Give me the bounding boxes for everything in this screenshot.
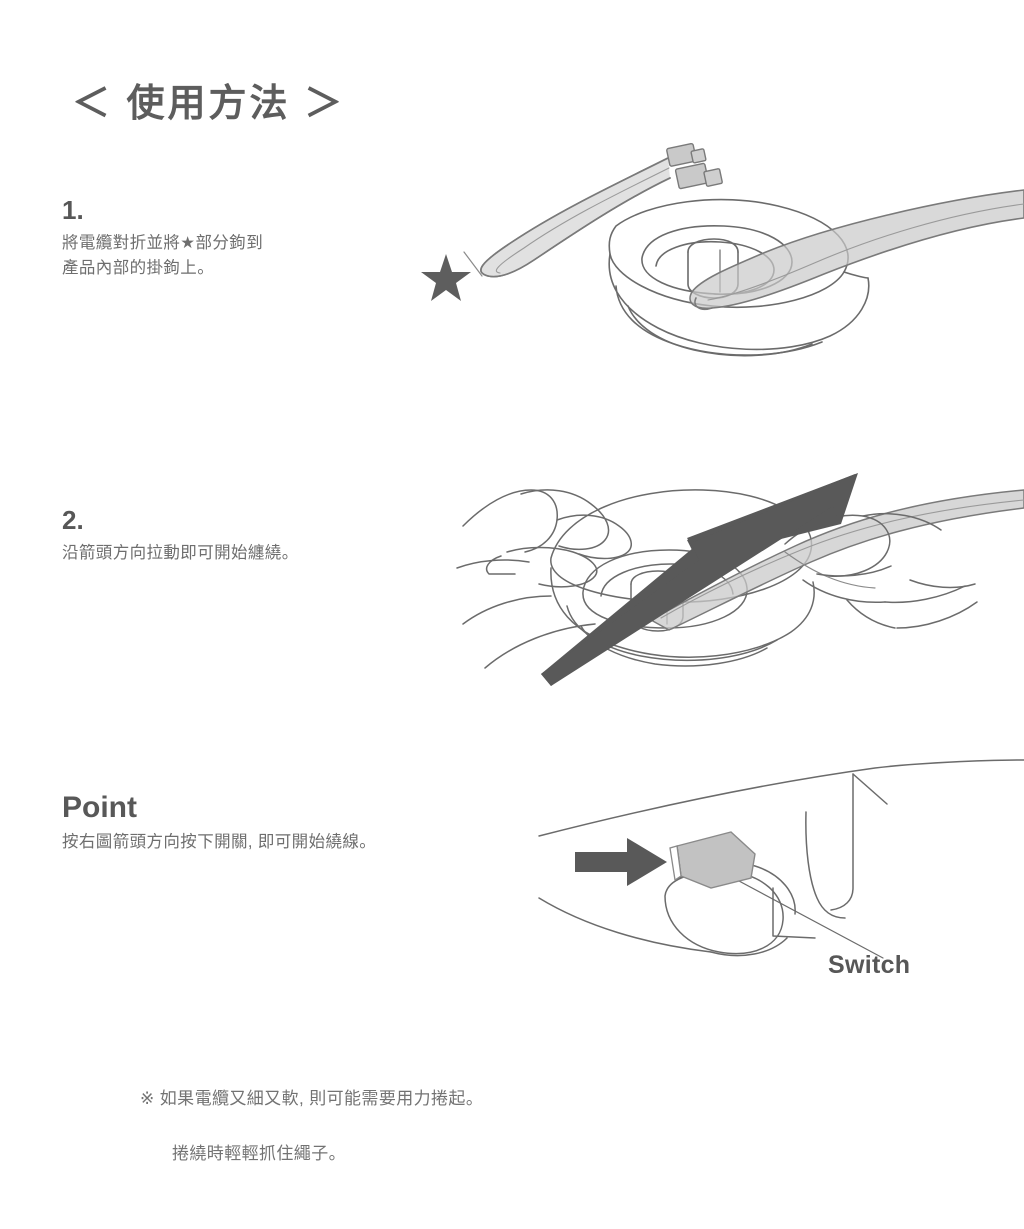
- step-2-number: 2.: [62, 505, 84, 535]
- step-2-text: 沿箭頭方向拉動即可開始纏繞。: [62, 543, 299, 562]
- footnote-line-2: 捲繞時輕輕抓住繩子。: [172, 1144, 346, 1163]
- switch-label: Switch: [828, 951, 911, 979]
- step-1-number: 1.: [62, 195, 84, 225]
- footnote-line-1: ※ 如果電纜又細又軟, 則可能需要用力捲起。: [140, 1084, 780, 1109]
- illustration-step-1: [420, 130, 1024, 398]
- illustration-step-2: [455, 428, 1024, 693]
- point-text: 按右圖箭頭方向按下開關, 即可開始繞線。: [62, 832, 377, 851]
- hands-pulling-cable-svg: [456, 473, 1024, 686]
- step-1: 1. 將電纜對折並將★部分鉤到 產品內部的掛鉤上。: [62, 196, 392, 282]
- step-2: 2. 沿箭頭方向拉動即可開始纏繞。: [62, 506, 392, 566]
- step-1-text: 將電纜對折並將★部分鉤到 產品內部的掛鉤上。: [62, 233, 264, 278]
- cable-hooked-into-winder-svg: [421, 142, 1024, 357]
- press-arrow-right: [575, 838, 667, 886]
- illustration-point: [515, 748, 1024, 988]
- footnote-text-1: 如果電纜又細又軟, 則可能需要用力捲起。: [159, 1089, 484, 1108]
- pull-arrow-up-right: [541, 473, 858, 686]
- switch-press-closeup-svg: [538, 759, 1024, 959]
- point-title: Point: [62, 791, 137, 824]
- point-section: Point 按右圖箭頭方向按下開關, 即可開始繞線。: [62, 792, 492, 855]
- switch-tab: [669, 831, 756, 889]
- footnote-marker: ※: [140, 1089, 155, 1108]
- footnote: ※ 如果電纜又細又軟, 則可能需要用力捲起。 捲繞時輕輕抓住繩子。: [140, 1084, 780, 1164]
- star-marker: [421, 254, 471, 301]
- page-title: ＜ 使用方法 ＞: [72, 83, 346, 125]
